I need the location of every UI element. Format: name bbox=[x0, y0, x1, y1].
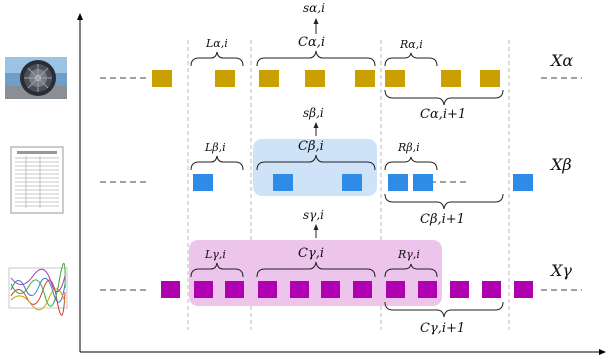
alpha-square bbox=[215, 70, 235, 87]
alpha-C-brace bbox=[256, 50, 376, 67]
gamma-C-next-brace bbox=[384, 301, 504, 318]
beta-square bbox=[513, 174, 533, 191]
beta-square bbox=[388, 174, 408, 191]
gamma-square bbox=[386, 281, 405, 298]
gamma-C-brace bbox=[256, 261, 376, 278]
alpha-row: sα,i Lα,i Cα,i Rα,i Cα,i+1 Xα bbox=[5, 1, 582, 122]
gamma-square bbox=[514, 281, 533, 298]
gamma-square bbox=[321, 281, 340, 298]
gamma-window-highlight bbox=[189, 240, 442, 306]
document-table-icon bbox=[10, 146, 64, 214]
gamma-square bbox=[418, 281, 437, 298]
beta-square bbox=[273, 174, 293, 191]
beta-square bbox=[193, 174, 213, 191]
beta-square bbox=[342, 174, 362, 191]
y-axis-arrow bbox=[77, 13, 83, 20]
axes bbox=[77, 13, 606, 355]
gamma-square bbox=[290, 281, 309, 298]
gamma-square bbox=[225, 281, 244, 298]
gamma-C-next-label: Cγ,i+1 bbox=[420, 321, 465, 336]
alpha-square bbox=[305, 70, 325, 87]
alpha-R-brace bbox=[384, 52, 438, 67]
alpha-L-label: Lα,i bbox=[205, 37, 228, 50]
gamma-square bbox=[194, 281, 213, 298]
gamma-square bbox=[482, 281, 501, 298]
alpha-R-label: Rα,i bbox=[399, 38, 423, 51]
alpha-C-label: Cα,i bbox=[298, 35, 325, 50]
gamma-square bbox=[450, 281, 469, 298]
beta-C-next-brace bbox=[384, 193, 504, 210]
gamma-square bbox=[258, 281, 277, 298]
beta-L-brace bbox=[190, 155, 244, 171]
gamma-C-label: Cγ,i bbox=[298, 246, 324, 261]
alpha-X-label: Xα bbox=[549, 51, 573, 70]
alpha-L-brace bbox=[190, 51, 244, 67]
gamma-square bbox=[353, 281, 372, 298]
alpha-C-next-label: Cα,i+1 bbox=[420, 107, 466, 122]
beta-s-label: sβ,i bbox=[303, 106, 324, 120]
alpha-square bbox=[152, 70, 172, 87]
beta-row: sβ,i Lβ,i Cβ,i Rβ,i Cβ,i+1 Xβ bbox=[10, 106, 572, 227]
beta-C-brace bbox=[256, 154, 376, 171]
alpha-square bbox=[355, 70, 375, 87]
alpha-square bbox=[441, 70, 461, 87]
gamma-L-brace bbox=[190, 262, 244, 278]
alpha-squares bbox=[152, 70, 500, 87]
gamma-s-arrowhead bbox=[313, 224, 319, 230]
beta-s-arrowhead bbox=[313, 122, 319, 128]
beta-C-next-label: Cβ,i+1 bbox=[420, 212, 465, 227]
alpha-s-label: sα,i bbox=[303, 1, 325, 15]
beta-L-label: Lβ,i bbox=[204, 141, 226, 154]
alpha-square bbox=[480, 70, 500, 87]
gamma-L-label: Lγ,i bbox=[204, 248, 226, 261]
alpha-square bbox=[259, 70, 279, 87]
beta-R-brace bbox=[384, 156, 438, 171]
beta-squares bbox=[193, 174, 533, 191]
x-axis-arrow bbox=[599, 349, 606, 355]
alpha-C-next-brace bbox=[384, 89, 504, 106]
beta-R-label: Rβ,i bbox=[397, 141, 420, 154]
jet-engine-photo-icon bbox=[5, 57, 67, 99]
beta-square bbox=[413, 174, 433, 191]
signal-plot-icon bbox=[8, 263, 68, 316]
gamma-s-label: sγ,i bbox=[303, 208, 324, 222]
gamma-R-brace bbox=[384, 263, 438, 278]
gamma-square bbox=[161, 281, 180, 298]
gamma-squares bbox=[161, 281, 533, 298]
beta-C-label: Cβ,i bbox=[298, 139, 324, 154]
gamma-row: sγ,i Lγ,i Cγ,i Rγ,i Cγ,i+1 Xγ bbox=[8, 208, 582, 336]
alpha-s-arrowhead bbox=[313, 18, 319, 24]
beta-X-label: Xβ bbox=[549, 155, 572, 174]
alpha-square bbox=[385, 70, 405, 87]
gamma-R-label: Rγ,i bbox=[397, 248, 420, 261]
gamma-X-label: Xγ bbox=[549, 261, 572, 280]
